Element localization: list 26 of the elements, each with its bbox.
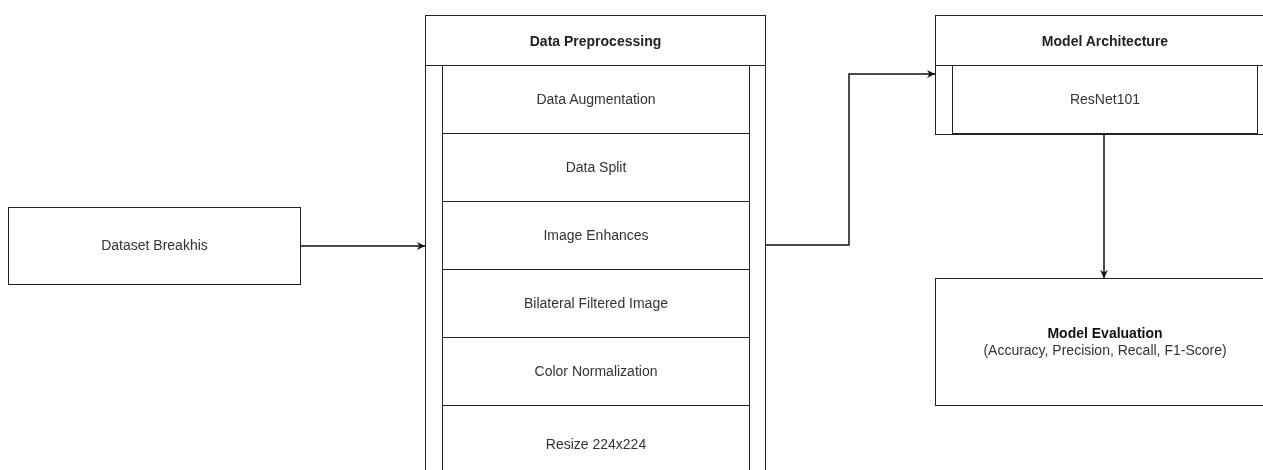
container-box (935, 15, 1263, 135)
arrow (1100, 132, 1108, 279)
process-box (442, 405, 750, 470)
process-box (442, 269, 750, 338)
process-box (8, 207, 301, 285)
box-label: Image Enhances (542, 226, 650, 245)
process-box (442, 65, 750, 134)
arrow (765, 70, 936, 246)
box-label: Data Split (564, 158, 628, 177)
process-box (442, 201, 750, 270)
box-label: Color Normalization (533, 362, 659, 381)
arrow (300, 242, 426, 250)
box-label: Dataset Breakhis (100, 237, 209, 255)
container-title: Data Preprocessing (529, 32, 662, 49)
container-title: Model Architecture (1041, 32, 1169, 49)
container-box (425, 15, 766, 470)
process-box (442, 337, 750, 406)
box-label: Bilateral Filtered Image (523, 294, 669, 313)
process-box (935, 278, 1263, 406)
box-label: ResNet101 (1068, 90, 1141, 109)
box-label: Resize 224x224 (544, 436, 648, 454)
box-label: Data Augmentation (535, 90, 657, 109)
process-box (442, 133, 750, 202)
box-title: Model Evaluation (1047, 324, 1163, 342)
process-box (952, 65, 1258, 134)
box-text: (Accuracy, Precision, Recall, F1-Score) (982, 342, 1228, 360)
